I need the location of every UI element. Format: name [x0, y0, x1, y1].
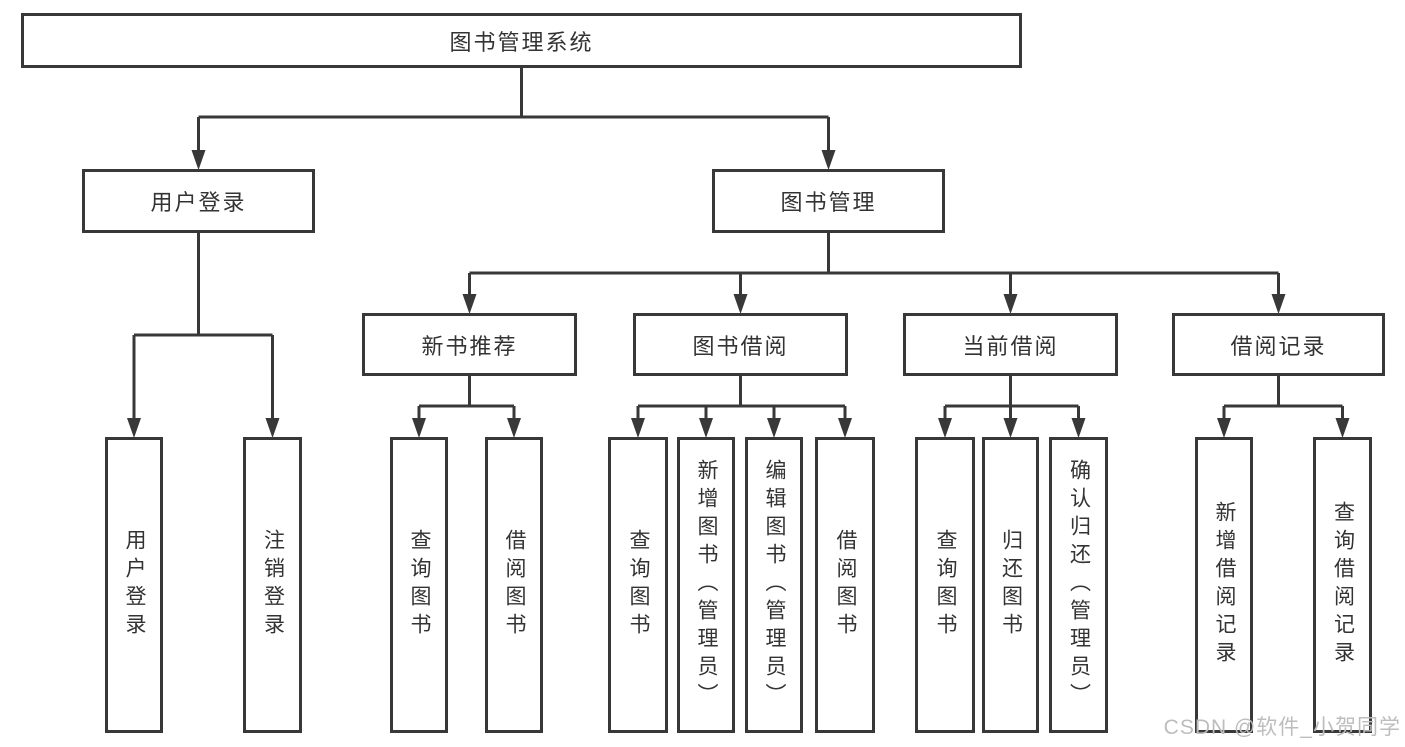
- node-label: 确认归还（管理员）: [1067, 459, 1091, 711]
- node-label: 借阅图书: [503, 529, 526, 641]
- node-bb-borrow: 借阅图书: [815, 437, 875, 733]
- arrowhead-icon: [821, 150, 836, 170]
- arrowhead-icon: [733, 294, 748, 314]
- node-label: 当前借阅: [962, 333, 1059, 359]
- node-lr-query: 查询借阅记录: [1313, 437, 1372, 733]
- arrowhead-icon: [127, 418, 141, 438]
- node-current-loan: 当前借阅: [903, 313, 1118, 376]
- arrowhead-icon: [462, 294, 477, 314]
- node-label: 编辑图书（管理员）: [763, 459, 786, 711]
- node-label: 查询图书: [408, 529, 431, 641]
- arrowhead-icon: [1003, 294, 1018, 314]
- node-label: 查询图书: [934, 529, 957, 641]
- node-label: 查询借阅记录: [1331, 501, 1355, 669]
- node-label: 查询图书: [627, 529, 650, 641]
- node-label: 图书管理: [780, 190, 877, 215]
- node-label: 新增借阅记录: [1213, 501, 1236, 669]
- arrowhead-icon: [938, 418, 952, 438]
- node-label: 借阅图书: [834, 529, 857, 641]
- node-book-mgmt: 图书管理: [712, 169, 945, 233]
- node-label: 借阅记录: [1230, 333, 1327, 359]
- arrowhead-icon: [699, 418, 713, 438]
- watermark: CSDN @软件_小贺同学: [1163, 716, 1401, 739]
- node-leaf-logout: 注销登录: [243, 437, 302, 733]
- node-label: 归还图书: [999, 529, 1023, 641]
- arrowhead-icon: [767, 418, 781, 438]
- arrowhead-icon: [1335, 418, 1350, 438]
- node-new-books: 新书推荐: [362, 313, 577, 376]
- node-label: 图书借阅: [692, 333, 789, 359]
- node-book-borrow: 图书借阅: [633, 313, 848, 376]
- arrowhead-icon: [1217, 418, 1231, 438]
- arrowhead-icon: [265, 418, 280, 438]
- node-label: 用户登录: [150, 190, 247, 215]
- node-nb-query: 查询图书: [390, 437, 448, 733]
- arrowhead-icon: [1003, 418, 1018, 438]
- arrowhead-icon: [412, 418, 426, 438]
- arrowhead-icon: [838, 418, 852, 438]
- arrowhead-icon: [1271, 294, 1286, 314]
- node-label: 新书推荐: [421, 333, 518, 359]
- node-user-login: 用户登录: [82, 169, 315, 233]
- arrowhead-icon: [507, 418, 521, 438]
- node-cl-query: 查询图书: [915, 437, 975, 733]
- node-loan-records: 借阅记录: [1172, 313, 1385, 376]
- node-cl-confirm: 确认归还（管理员）: [1049, 437, 1108, 733]
- node-label: 用户登录: [123, 529, 146, 641]
- node-leaf-login: 用户登录: [105, 437, 163, 733]
- node-bb-query: 查询图书: [608, 437, 668, 733]
- node-nb-borrow: 借阅图书: [485, 437, 543, 733]
- node-bb-edit: 编辑图书（管理员）: [745, 437, 803, 733]
- node-root: 图书管理系统: [21, 13, 1022, 68]
- node-label: 图书管理系统: [449, 29, 594, 55]
- arrowhead-icon: [191, 150, 206, 170]
- node-lr-add: 新增借阅记录: [1195, 437, 1253, 733]
- arrowhead-icon: [1071, 418, 1086, 438]
- node-label: 新增图书（管理员）: [695, 459, 718, 711]
- arrowhead-icon: [631, 418, 645, 438]
- node-cl-return: 归还图书: [982, 437, 1039, 733]
- node-bb-add: 新增图书（管理员）: [677, 437, 735, 733]
- node-label: 注销登录: [261, 529, 285, 641]
